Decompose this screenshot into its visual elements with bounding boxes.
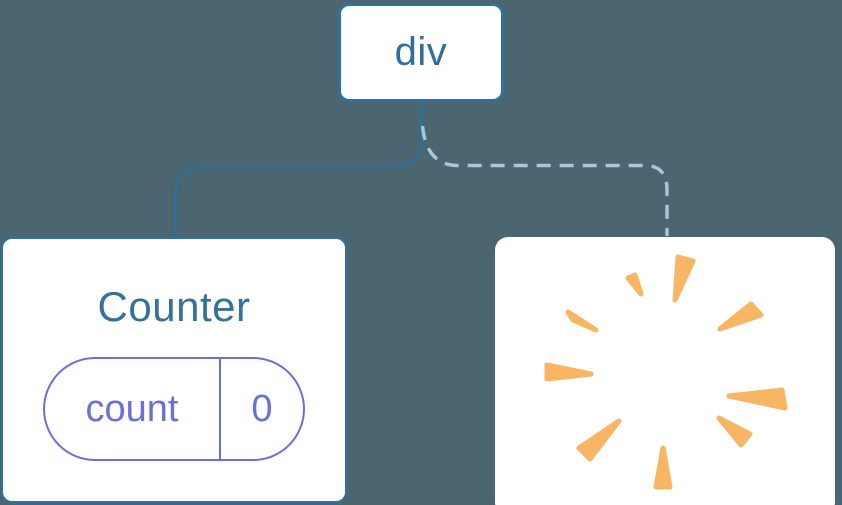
poof-icon [544, 254, 788, 490]
edge-solid-div-to-counter [173, 101, 423, 238]
counter-component-card: Counter count 0 [1, 237, 347, 503]
counter-title: Counter [97, 283, 251, 330]
edge-dashed-div-to-removed [420, 125, 669, 236]
state-pill: count 0 [43, 357, 305, 461]
root-node-div: div [338, 3, 504, 102]
state-key: count [45, 359, 221, 459]
removed-component-card [495, 237, 835, 505]
root-node-label: div [394, 30, 448, 74]
state-value: 0 [251, 387, 273, 430]
